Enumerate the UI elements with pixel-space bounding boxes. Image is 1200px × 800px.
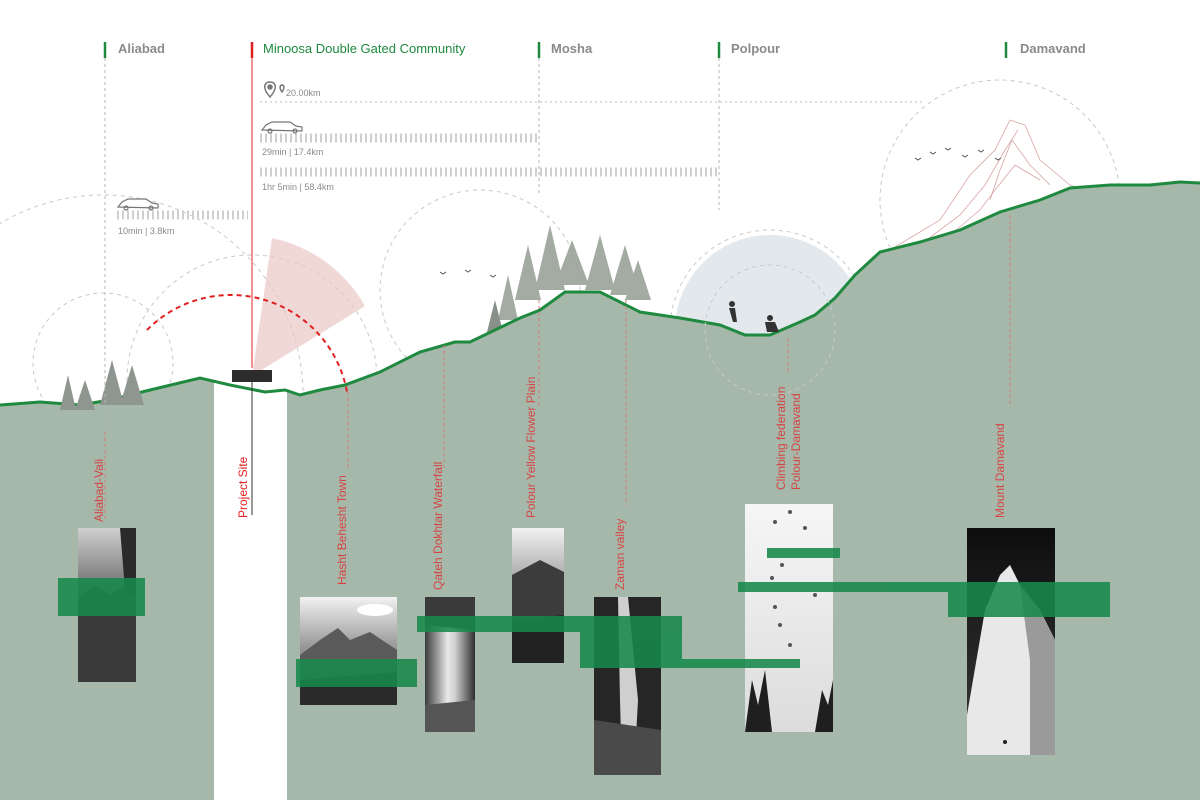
photo-climbing-federation <box>745 504 833 732</box>
route-mosha: 29min | 17.4km <box>260 121 539 157</box>
birds <box>439 147 1002 278</box>
photo-polour-flower-plain <box>512 528 564 663</box>
circle-mosha <box>379 189 581 391</box>
landmark-climbing-federation: Climbing federation <box>774 387 788 490</box>
pin-icon <box>264 81 285 99</box>
car-icon-aliabad <box>116 198 159 211</box>
car-icon <box>260 121 303 134</box>
landmark-polour-flower-plain: Polour Yellow Flower Plain <box>524 377 538 518</box>
landmark-hasht-behesht: Hasht Behesht Town <box>335 475 349 585</box>
location-markers <box>103 42 1008 430</box>
polpour-inner-circle <box>704 264 836 396</box>
project-site-column <box>214 382 287 800</box>
route-distance: 20.00km <box>260 81 925 103</box>
landmark-guides <box>104 215 1011 520</box>
aliabad-trees <box>60 360 144 410</box>
project-building <box>232 370 272 382</box>
location-minoosa: Minoosa Double Gated Community <box>263 41 466 56</box>
route-aliabad: 10min | 3.8km <box>116 198 248 236</box>
route-distance-label: 20.00km <box>286 88 321 98</box>
landmark-zaman-valley: Zaman valley <box>613 519 627 590</box>
location-damavand: Damavand <box>1020 41 1086 56</box>
circle-aliabad <box>32 292 174 434</box>
view-sector <box>252 238 365 376</box>
landmark-mount-damavand: Mount Damavand <box>993 423 1007 518</box>
location-aliabad: Aliabad <box>118 41 165 56</box>
location-polpour: Polpour <box>731 41 780 56</box>
location-mosha: Mosha <box>551 41 593 56</box>
photo-overlay-bars <box>58 548 1110 687</box>
landmark-climbing-federation-line2: Polour-Damavand <box>789 393 803 490</box>
photo-hasht-behesht <box>300 597 397 705</box>
project-site-radius-arc <box>146 294 348 393</box>
terrain-ridge-line <box>0 180 1200 407</box>
route-mosha-label: 29min | 17.4km <box>262 147 323 157</box>
damavand-sketch <box>889 119 1101 251</box>
route-polpour-label: 1hr 5min | 58.4km <box>262 182 334 192</box>
photo-mount-damavand <box>967 528 1055 755</box>
landmark-aliabad-vali: Aliabad-Vali <box>92 459 106 522</box>
route-aliabad-label: 10min | 3.8km <box>118 226 174 236</box>
landmark-project-site: Project Site <box>236 456 250 518</box>
route-polpour: 1hr 5min | 58.4km <box>260 167 719 192</box>
climbers <box>729 301 779 332</box>
landmark-qateh-dokhtar: Qateh Dokhtar Waterfall <box>431 462 445 590</box>
